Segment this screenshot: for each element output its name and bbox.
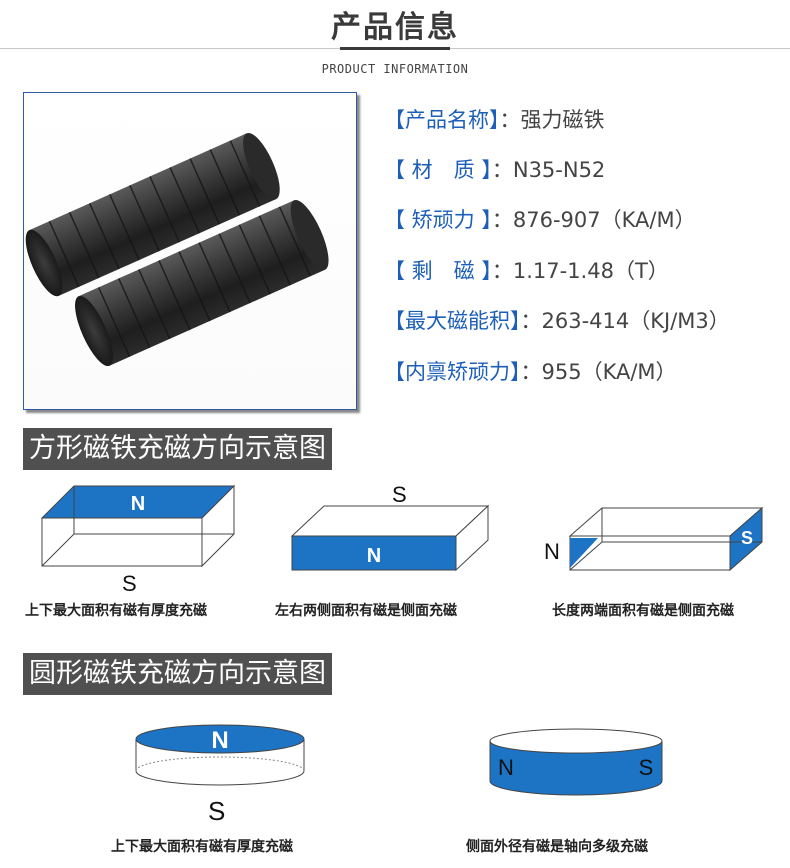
pole-label-s: S bbox=[392, 482, 407, 507]
spec-value: ：876-907（KA/M） bbox=[491, 208, 696, 232]
pole-label: N bbox=[131, 493, 145, 515]
magnet-stacks-image bbox=[25, 132, 329, 367]
pole-label-s: S bbox=[208, 796, 226, 826]
pole-label-s: S bbox=[122, 571, 137, 596]
product-photo bbox=[23, 92, 357, 410]
square-diagram-top-bottom: N bbox=[40, 484, 236, 568]
pole-label-n: N bbox=[544, 539, 560, 564]
spec-label: 【最大磁能积】 bbox=[384, 309, 521, 333]
round-caption-2: 侧面外径有磁是轴向多级充磁 bbox=[466, 839, 648, 855]
pole-label: S bbox=[639, 755, 654, 780]
square-magnet-diagrams: N N S bbox=[40, 484, 764, 572]
spec-row-intrinsic-coercivity: 【内禀矫顽力】：955（KA/M） bbox=[384, 356, 677, 386]
pole-label: N bbox=[367, 545, 381, 567]
spec-row-name: 【产品名称】：强力磁铁 bbox=[384, 104, 605, 134]
round-magnet-banner: 圆形磁铁充磁方向示意图 bbox=[23, 653, 332, 695]
page-title: 产品信息 bbox=[331, 10, 459, 45]
spec-row-material: 【 材 质 】：N35-N52 bbox=[384, 154, 605, 184]
square-caption-1: 上下最大面积有磁有厚度充磁 bbox=[25, 603, 207, 619]
spec-value: ：263-414（KJ/M3） bbox=[520, 309, 730, 333]
square-diagram-left-right: N bbox=[290, 504, 490, 572]
spec-label: 【内禀矫顽力】 bbox=[384, 360, 521, 384]
spec-value: ：1.17-1.48（T） bbox=[491, 259, 669, 283]
pole-label: S bbox=[741, 528, 753, 548]
round-diagram-side: N S bbox=[489, 728, 663, 796]
title-divider-accent bbox=[340, 47, 450, 50]
square-caption-3: 长度两端面积有磁是侧面充磁 bbox=[552, 603, 734, 619]
spec-row-remanence: 【 剩 磁 】：1.17-1.48（T） bbox=[384, 255, 669, 285]
spec-value: ：强力磁铁 bbox=[499, 108, 605, 132]
spec-row-energy-product: 【最大磁能积】：263-414（KJ/M3） bbox=[384, 305, 730, 335]
pole-label: N bbox=[498, 755, 514, 780]
spec-value: ：955（KA/M） bbox=[520, 360, 677, 384]
spec-label: 【产品名称】 bbox=[384, 108, 500, 132]
spec-label: 【 材 质 】 bbox=[384, 158, 492, 182]
spec-value: ：N35-N52 bbox=[491, 158, 606, 182]
round-magnet-diagrams: N N S bbox=[135, 724, 663, 796]
square-magnet-banner: 方形磁铁充磁方向示意图 bbox=[23, 428, 332, 470]
square-caption-2: 左右两侧面积有磁是侧面充磁 bbox=[275, 603, 457, 619]
round-diagram-top-bottom: N bbox=[135, 724, 305, 786]
square-diagram-ends: S bbox=[568, 506, 764, 572]
spec-row-coercivity: 【 矫顽力 】：876-907（KA/M） bbox=[384, 204, 696, 234]
spec-label: 【 矫顽力 】 bbox=[384, 208, 492, 232]
page-subtitle: PRODUCT INFORMATION bbox=[321, 62, 469, 76]
round-caption-1: 上下最大面积有磁有厚度充磁 bbox=[111, 839, 293, 855]
pole-label: N bbox=[211, 727, 228, 754]
spec-label: 【 剩 磁 】 bbox=[384, 259, 492, 283]
